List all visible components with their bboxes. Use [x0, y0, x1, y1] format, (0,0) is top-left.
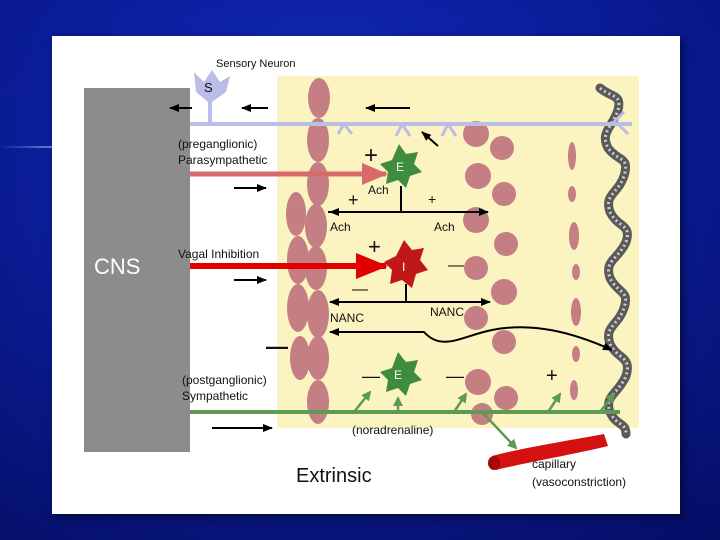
cns-label: CNS [94, 254, 140, 279]
preganglionic-label: (preganglionic) [178, 137, 257, 151]
sensory-neuron-symbol: S [204, 80, 213, 95]
capillary-vessel [492, 434, 608, 470]
sympathetic-label: Sympathetic [182, 389, 248, 403]
muscle-layer-mucosal [568, 142, 581, 400]
cns-block [84, 88, 190, 452]
excitatory-neuron-top [380, 144, 422, 188]
sensory-neuron-label: Sensory Neuron [216, 58, 296, 70]
ach-label-right: Ach [434, 220, 455, 234]
sensory-nerve-branches [336, 110, 630, 137]
intestine-wall [277, 76, 639, 428]
ach-label-left: Ach [330, 220, 351, 234]
excitatory-neuron-bottom-symbol: E [394, 368, 402, 382]
ach-label-top: Ach [368, 183, 389, 197]
plus-sign-ach-top: + [364, 142, 378, 169]
capillary-label: capillary [532, 457, 576, 471]
minus-sign-nanc-left: — [352, 281, 368, 298]
noradrenaline-label: (noradrenaline) [352, 423, 433, 437]
plus-sign-sympathetic: + [546, 365, 558, 387]
sympathetic-branches [353, 390, 616, 450]
nanc-to-mucosa-arrow [406, 326, 613, 351]
vagal-inhibition-label: Vagal Inhibition [178, 247, 259, 261]
excitatory-neuron-top-symbol: E [396, 160, 404, 174]
gut-innervation-diagram: CNS S Sensory Neuron (preganglionic) Par… [84, 58, 639, 489]
minus-sign-nanc-right: — [448, 257, 464, 274]
parasympathetic-label: Parasympathetic [178, 153, 267, 167]
muscle-layer-circular [463, 121, 518, 425]
inhibitory-neuron-symbol: I [402, 260, 405, 274]
inhibitory-neuron [384, 240, 428, 288]
minus-sign-sympathetic-2: — [446, 366, 464, 386]
gut-innervation-figure: CNS S Sensory Neuron (preganglionic) Par… [52, 36, 680, 514]
mucosa-epithelium [595, 83, 632, 439]
excitatory-neuron-bottom [380, 352, 422, 396]
vasoconstriction-label: (vasoconstriction) [532, 475, 626, 489]
capillary-opening [488, 456, 500, 470]
plus-sign-inhibitory: + [368, 234, 381, 259]
plus-sign-ach-right: + [428, 191, 436, 207]
minus-sign-central: — [266, 334, 288, 359]
sensory-neuron-body [194, 70, 230, 124]
nanc-label-right: NANC [430, 305, 464, 319]
plus-sign-ach-left: + [348, 190, 359, 210]
extrinsic-label: Extrinsic [296, 465, 372, 487]
nanc-label-left: NANC [330, 311, 364, 325]
postganglionic-label: (postganglionic) [182, 373, 267, 387]
minus-sign-sympathetic-1: — [362, 366, 380, 386]
afferent-signal-arrows [169, 104, 439, 147]
